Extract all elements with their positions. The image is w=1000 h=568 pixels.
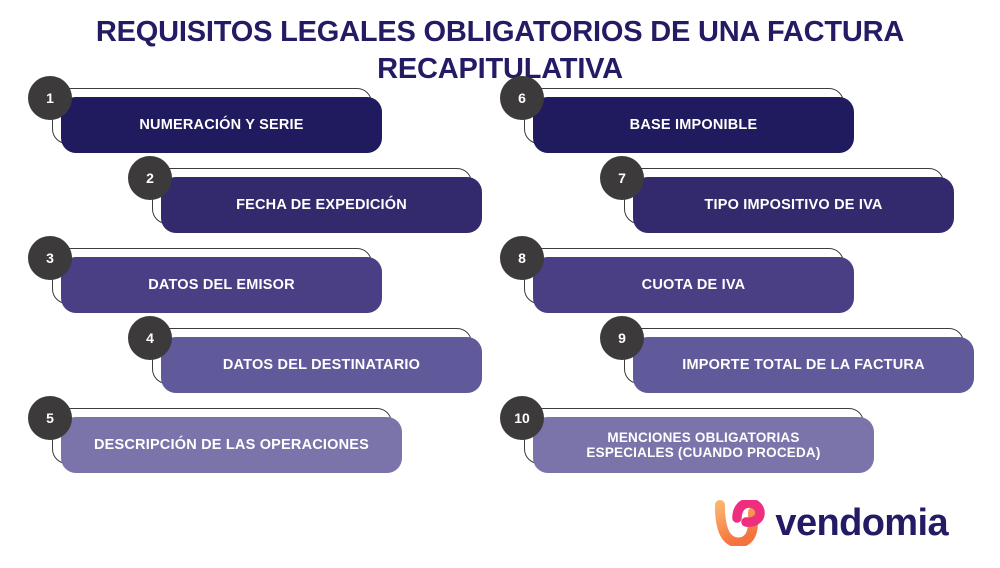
requirement-label: DATOS DEL DESTINATARIO (222, 356, 421, 373)
requirement-bar[interactable]: MENCIONES OBLIGATORIAS ESPECIALES (CUAND… (533, 417, 874, 473)
requirement-row: TIPO IMPOSITIVO DE IVA 7 (524, 156, 954, 248)
requirement-row: NUMERACIÓN Y SERIE 1 (28, 76, 472, 168)
requirement-item-8[interactable]: CUOTA DE IVA 8 (500, 236, 854, 314)
requirement-label: CUOTA DE IVA (641, 276, 746, 293)
requirement-bar[interactable]: NUMERACIÓN Y SERIE (61, 97, 382, 153)
page-title-container: REQUISITOS LEGALES OBLIGATORIOS DE UNA F… (0, 14, 1000, 87)
requirement-bar[interactable]: FECHA DE EXPEDICIÓN (161, 177, 482, 233)
requirement-item-3[interactable]: DATOS DEL EMISOR 3 (28, 236, 382, 314)
requirement-bar[interactable]: CUOTA DE IVA (533, 257, 854, 313)
requirement-bar[interactable]: DESCRIPCIÓN DE LAS OPERACIONES (61, 417, 402, 473)
requirement-row: MENCIONES OBLIGATORIAS ESPECIALES (CUAND… (500, 396, 944, 488)
requirement-item-5[interactable]: DESCRIPCIÓN DE LAS OPERACIONES 5 (28, 396, 402, 474)
requirement-item-7[interactable]: TIPO IMPOSITIVO DE IVA 7 (600, 156, 954, 234)
requirement-label: FECHA DE EXPEDICIÓN (236, 196, 407, 213)
step-number-badge: 5 (28, 396, 72, 440)
step-number-badge: 9 (600, 316, 644, 360)
requirement-bar[interactable]: TIPO IMPOSITIVO DE IVA (633, 177, 954, 233)
step-number-badge: 8 (500, 236, 544, 280)
requirement-row: DATOS DEL EMISOR 3 (28, 236, 472, 328)
step-number-badge: 6 (500, 76, 544, 120)
requirement-bar[interactable]: DATOS DEL DESTINATARIO (161, 337, 482, 393)
requirement-bar[interactable]: IMPORTE TOTAL DE LA FACTURA (633, 337, 974, 393)
step-number-badge: 1 (28, 76, 72, 120)
step-number-badge: 4 (128, 316, 172, 360)
requirement-label: TIPO IMPOSITIVO DE IVA (704, 196, 883, 213)
requirement-row: DATOS DEL DESTINATARIO 4 (52, 316, 482, 408)
brand-logo: vendomia (715, 500, 949, 546)
requirement-bar[interactable]: BASE IMPONIBLE (533, 97, 854, 153)
requirement-row: CUOTA DE IVA 8 (500, 236, 944, 328)
requirement-label: DESCRIPCIÓN DE LAS OPERACIONES (93, 436, 370, 453)
requirement-row: IMPORTE TOTAL DE LA FACTURA 9 (524, 316, 974, 408)
requirement-bar[interactable]: DATOS DEL EMISOR (61, 257, 382, 313)
requirement-item-1[interactable]: NUMERACIÓN Y SERIE 1 (28, 76, 382, 154)
requirement-row: BASE IMPONIBLE 6 (500, 76, 944, 168)
brand-logo-text: vendomia (775, 502, 948, 544)
requirement-item-6[interactable]: BASE IMPONIBLE 6 (500, 76, 854, 154)
requirement-label: MENCIONES OBLIGATORIAS ESPECIALES (CUAND… (586, 429, 821, 460)
requirement-label: BASE IMPONIBLE (629, 116, 758, 133)
requirement-row: DESCRIPCIÓN DE LAS OPERACIONES 5 (28, 396, 472, 488)
requirement-item-9[interactable]: IMPORTE TOTAL DE LA FACTURA 9 (600, 316, 974, 394)
step-number-badge: 7 (600, 156, 644, 200)
requirement-item-10[interactable]: MENCIONES OBLIGATORIAS ESPECIALES (CUAND… (500, 396, 874, 474)
requirement-label: IMPORTE TOTAL DE LA FACTURA (682, 356, 925, 373)
requirement-label: NUMERACIÓN Y SERIE (139, 116, 304, 133)
requirement-label: DATOS DEL EMISOR (148, 276, 295, 293)
requirement-row: FECHA DE EXPEDICIÓN 2 (52, 156, 482, 248)
requirement-item-4[interactable]: DATOS DEL DESTINATARIO 4 (128, 316, 482, 394)
step-number-badge: 3 (28, 236, 72, 280)
requirement-item-2[interactable]: FECHA DE EXPEDICIÓN 2 (128, 156, 482, 234)
vendomia-swoosh-icon (715, 500, 767, 546)
page-title: REQUISITOS LEGALES OBLIGATORIOS DE UNA F… (95, 16, 905, 85)
step-number-badge: 10 (500, 396, 544, 440)
step-number-badge: 2 (128, 156, 172, 200)
